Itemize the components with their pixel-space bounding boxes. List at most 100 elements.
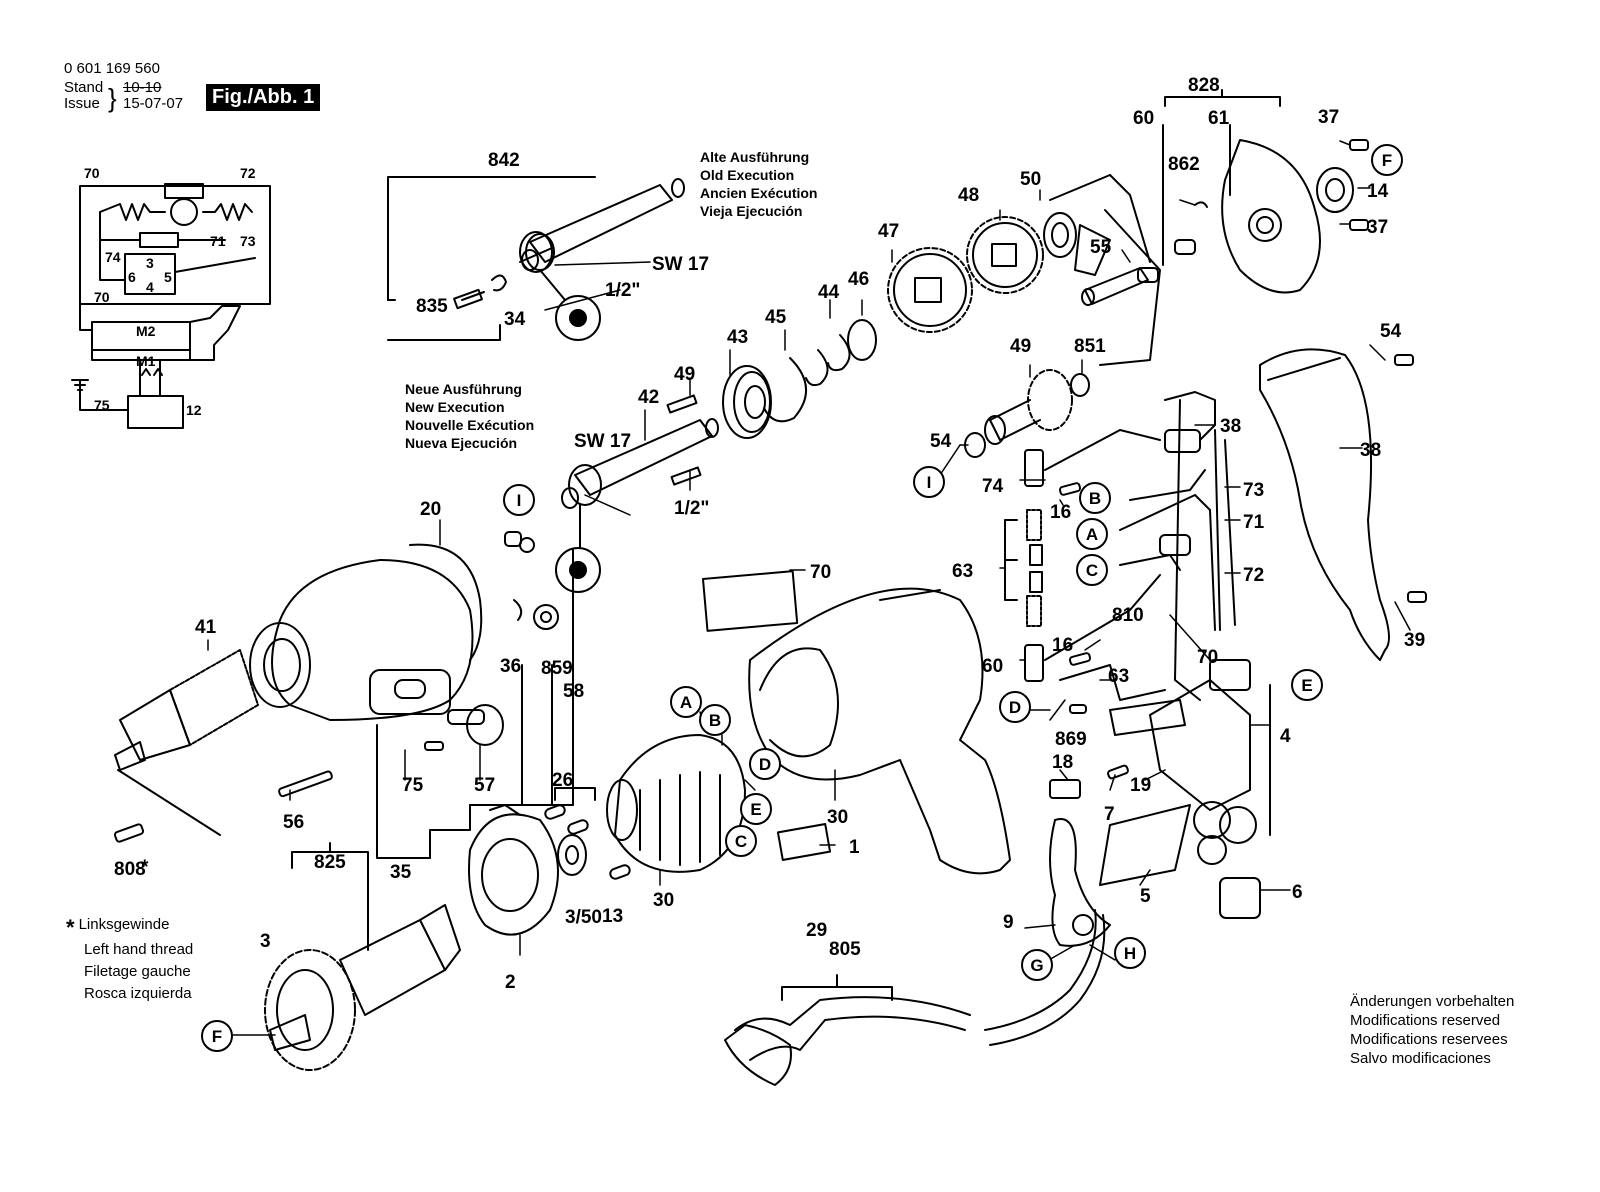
brace: } bbox=[108, 83, 117, 113]
lht-fr: Filetage gauche bbox=[84, 963, 191, 980]
part-label-70-47: 70 bbox=[1197, 647, 1218, 668]
callout-letter: E bbox=[1301, 676, 1312, 695]
callout-a-6: A bbox=[670, 686, 702, 718]
label-808 bbox=[776, 823, 832, 861]
part-label-54-26: 54 bbox=[930, 431, 952, 452]
part-label-842-0: 842 bbox=[488, 150, 520, 171]
part-label-57-54: 57 bbox=[474, 775, 495, 796]
new-execution-fr: Nouvelle Exécution bbox=[405, 417, 535, 433]
part-label-46-16: 46 bbox=[848, 269, 869, 290]
part-label-39-29: 39 bbox=[1404, 630, 1425, 651]
part-label-851-25: 851 bbox=[1074, 336, 1106, 357]
part-label-825-61: 825 bbox=[314, 852, 346, 873]
callout-f-0: F bbox=[1371, 144, 1403, 176]
part-label-61-7: 61 bbox=[1208, 108, 1230, 129]
new-execution-es: Nueva Ejecución bbox=[405, 435, 518, 451]
old-spindle-assembly bbox=[387, 176, 685, 341]
part-label-56-55: 56 bbox=[283, 812, 304, 833]
part-label-58-43: 58 bbox=[563, 681, 584, 702]
part-label-75-53: 75 bbox=[402, 775, 424, 796]
callout-circle bbox=[1079, 482, 1111, 514]
part-label-41-40: 41 bbox=[195, 617, 217, 638]
callout-circle bbox=[1021, 949, 1053, 981]
part-label-9-70: 9 bbox=[1003, 912, 1014, 933]
stand-label: Stand bbox=[64, 79, 104, 96]
part-label-810-37: 810 bbox=[1112, 605, 1144, 626]
part-label-47-15: 47 bbox=[878, 221, 899, 242]
power-cord-5 bbox=[724, 909, 1106, 1086]
callout-letter: C bbox=[1086, 561, 1098, 580]
callout-d-8: D bbox=[749, 748, 781, 780]
modifications-note: Änderungen vorbehalten Modifications res… bbox=[1350, 992, 1514, 1068]
bearing-13 bbox=[557, 834, 587, 876]
callout-letter: C bbox=[735, 832, 747, 851]
callout-letter: I bbox=[927, 473, 932, 492]
wd-label-5: 5 bbox=[164, 269, 172, 285]
stand-date: 10-10 bbox=[123, 79, 162, 96]
callout-letter: I bbox=[517, 491, 522, 510]
part-label-5-69: 5 bbox=[1140, 886, 1151, 907]
cable-guard-6 bbox=[1049, 818, 1111, 947]
pinion-851 bbox=[964, 209, 1161, 458]
callout-letter: A bbox=[1086, 525, 1098, 544]
callout-letter: F bbox=[212, 1027, 222, 1046]
part-label-3-50-63: 3/50 bbox=[565, 907, 602, 928]
part-label-50-12: 50 bbox=[1020, 169, 1041, 190]
part-label-44-17: 44 bbox=[818, 282, 840, 303]
part-label-3-62: 3 bbox=[260, 931, 271, 952]
callout-letter: B bbox=[1089, 489, 1101, 508]
callout-letter: G bbox=[1030, 956, 1043, 975]
wd-label-m2: M2 bbox=[136, 323, 156, 339]
part-label-55-14: 55 bbox=[1090, 237, 1112, 258]
part-label-45-18: 45 bbox=[765, 307, 787, 328]
wd-label-m1: M1 bbox=[136, 353, 156, 369]
part-label-835-3: 835 bbox=[416, 296, 448, 317]
wiring-diagram bbox=[71, 183, 271, 429]
callout-circle bbox=[699, 704, 731, 736]
callout-circle bbox=[1076, 518, 1108, 550]
callout-b-3: B bbox=[1079, 482, 1111, 514]
label-9 bbox=[1099, 804, 1191, 886]
callout-circle bbox=[999, 691, 1031, 723]
brush-assembly bbox=[1004, 391, 1236, 701]
wd-label-4: 4 bbox=[146, 279, 154, 295]
mod-es: Salvo modificaciones bbox=[1350, 1050, 1491, 1067]
callout-circle bbox=[1371, 144, 1403, 176]
part-label-19-51: 19 bbox=[1130, 775, 1151, 796]
part-label-828-5: 828 bbox=[1188, 75, 1220, 96]
mod-de: Änderungen vorbehalten bbox=[1350, 993, 1515, 1010]
new-execution-de: Neue Ausführung bbox=[405, 381, 522, 397]
baffle-29 bbox=[468, 804, 559, 936]
callout-circle bbox=[670, 686, 702, 718]
wd-label-73: 73 bbox=[240, 233, 256, 249]
part-label-13-64: 13 bbox=[602, 906, 623, 927]
pins-30 bbox=[544, 787, 631, 880]
callout-letter: A bbox=[680, 693, 692, 712]
old-execution-es: Vieja Ejecución bbox=[700, 203, 803, 219]
wd-label-70b: 70 bbox=[94, 289, 110, 305]
part-label-49-20: 49 bbox=[674, 364, 695, 385]
figure-tag: Fig./Abb. 1 bbox=[206, 84, 321, 111]
wd-label-74: 74 bbox=[105, 249, 121, 265]
part-label-63-46: 63 bbox=[1108, 666, 1129, 687]
callout-d-11: D bbox=[999, 691, 1031, 723]
part-label-74-34: 74 bbox=[982, 476, 1004, 497]
callout-circle bbox=[1076, 554, 1108, 586]
wd-label-72: 72 bbox=[240, 165, 256, 181]
part-label-34-4: 34 bbox=[504, 309, 526, 330]
new-spindle-assembly bbox=[504, 394, 719, 593]
part-label-72-33: 72 bbox=[1243, 565, 1264, 586]
wiring-labels: 70 72 71 73 74 3 6 5 4 70 M2 M1 75 12 bbox=[84, 165, 256, 418]
callout-c-5: C bbox=[1076, 554, 1108, 586]
callout-b-7: B bbox=[699, 704, 731, 736]
handle-39 bbox=[1259, 348, 1427, 661]
wd-label-3: 3 bbox=[146, 255, 154, 271]
new-execution-note: Neue Ausführung New Execution Nouvelle E… bbox=[405, 380, 534, 452]
wd-label-6: 6 bbox=[128, 269, 136, 285]
part-label-805-68: 805 bbox=[829, 939, 861, 960]
part-label-48-13: 48 bbox=[958, 185, 979, 206]
callout-e-9: E bbox=[740, 793, 772, 825]
mod-fr: Modifications reservees bbox=[1350, 1031, 1508, 1048]
